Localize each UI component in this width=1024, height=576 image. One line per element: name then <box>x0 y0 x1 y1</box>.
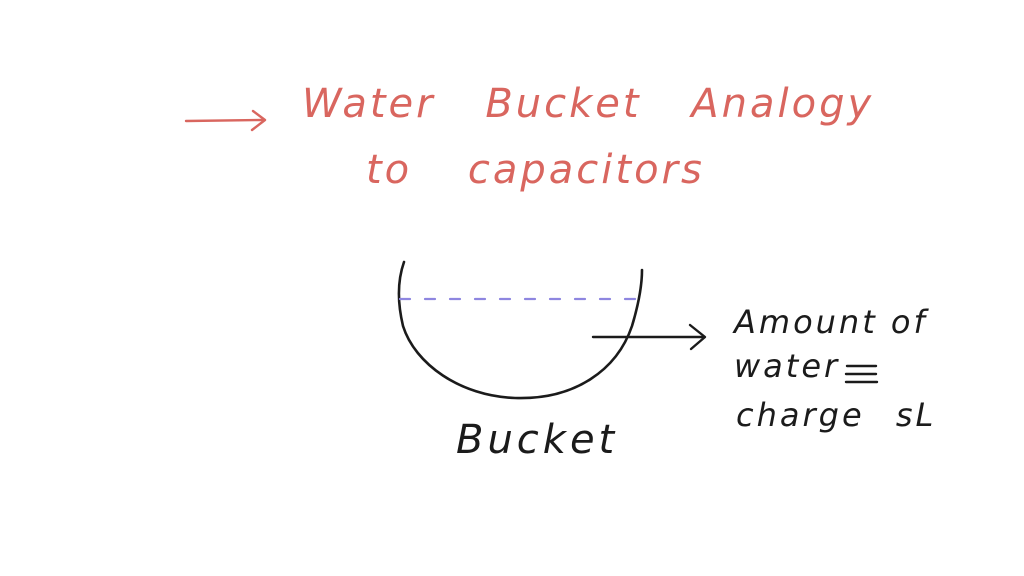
bucket-label: Bucket <box>456 417 619 463</box>
title-arrow-icon <box>184 109 267 132</box>
identical-to-icon <box>844 364 879 384</box>
bucket-outline <box>397 260 644 400</box>
annotation-line-3: charge sL <box>736 396 937 434</box>
pointer-arrow-icon <box>591 323 707 351</box>
title-line-2: to capacitors <box>366 147 705 193</box>
annotation-line-1: Amount of <box>734 303 928 341</box>
title-line-1: Water Bucket Analogy <box>302 81 875 127</box>
annotation-line-2: water <box>734 347 841 385</box>
